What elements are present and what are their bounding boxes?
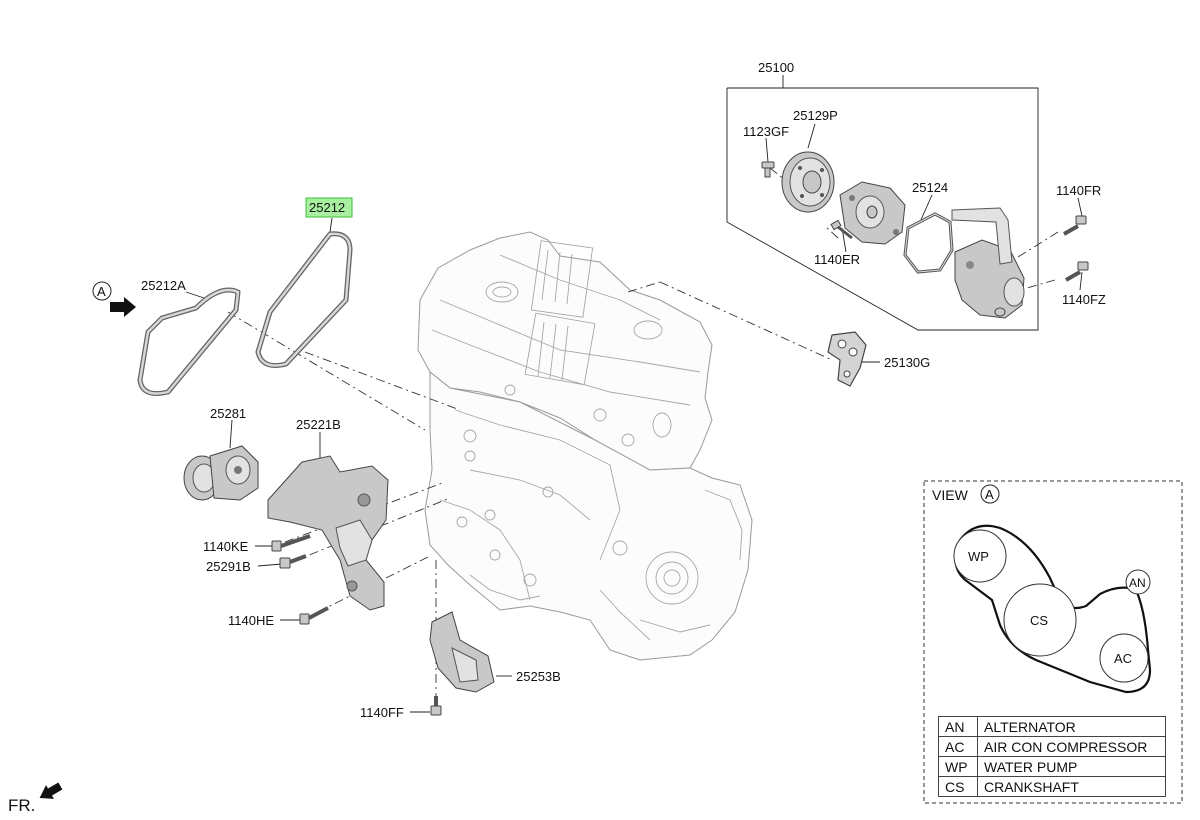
pulley-cs-label: CS [1030,613,1048,628]
legend-row: AC AIR CON COMPRESSOR [938,736,1166,757]
label-1140fr[interactable]: 1140FR [1056,183,1101,198]
label-25281[interactable]: 25281 [210,406,246,421]
legend-name: ALTERNATOR [977,716,1166,737]
part-labels: 25100 25129P 1123GF 25124 1140FR 1140ER … [141,60,1106,720]
view-title: VIEW [932,487,969,503]
pulley-ac [1099,633,1149,683]
bolt-25291b[interactable] [279,554,307,569]
front-arrow-icon [39,782,63,799]
legend-table: AN ALTERNATOR AC AIR CON COMPRESSOR WP W… [938,716,1166,797]
svg-text:A: A [97,284,106,299]
label-25212-highlight [305,197,353,218]
front-marker: FR. [8,782,63,815]
legend-name: WATER PUMP [977,756,1166,777]
label-25253b[interactable]: 25253B [516,669,561,684]
label-1140he[interactable]: 1140HE [228,613,274,628]
label-1140ke[interactable]: 1140KE [203,539,249,554]
label-1140fz[interactable]: 1140FZ [1062,292,1106,307]
pulley-cs [1003,583,1077,657]
bolt-1140fr[interactable] [1063,215,1087,236]
pulley-wp [953,529,1007,583]
legend-code: AC [938,736,978,757]
bolt-1140ke[interactable] [271,534,311,552]
water-pump-housing[interactable] [839,181,906,245]
bolt-1140ff[interactable] [430,696,442,716]
drive-belt-25212[interactable] [255,231,353,368]
tensioner-25281[interactable] [183,445,259,501]
legend-code: WP [938,756,978,777]
label-25212a[interactable]: 25212A [141,278,186,293]
pulley-ac-label: AC [1114,651,1132,666]
water-pump-pulley[interactable] [781,151,835,213]
label-25212[interactable]: 25212 [309,200,345,215]
label-1140ff[interactable]: 1140FF [360,705,404,720]
label-25124[interactable]: 25124 [912,180,948,195]
water-outlet-housing[interactable] [951,207,1025,319]
label-25221b[interactable]: 25221B [296,417,341,432]
view-ref: A [985,487,994,502]
bolt-1140he[interactable] [299,606,329,625]
label-25100[interactable]: 25100 [758,60,794,75]
view-arrow-icon [110,297,136,317]
callout-a: A [92,281,136,317]
label-25129p[interactable]: 25129P [793,108,838,123]
bolt-1140fz[interactable] [1065,261,1089,282]
water-pump-gasket[interactable] [903,212,954,274]
engine-block [417,231,753,661]
legend-name: AIR CON COMPRESSOR [977,736,1166,757]
pulley-an-label: AN [1129,576,1146,590]
legend-name: CRANKSHAFT [977,776,1166,797]
pulley-an [1125,569,1151,595]
label-25130g[interactable]: 25130G [884,355,930,370]
gasket-25130g[interactable] [827,331,867,387]
label-25291b[interactable]: 25291B [206,559,251,574]
legend-row: AN ALTERNATOR [938,716,1166,737]
bolt-1140er[interactable] [830,219,853,240]
legend-code: AN [938,716,978,737]
drive-belt-25212a[interactable] [137,287,241,396]
legend-code: CS [938,776,978,797]
label-1123gf[interactable]: 1123GF [743,124,789,139]
legend-row: CS CRANKSHAFT [938,776,1166,797]
bolt-1123gf[interactable] [761,161,775,178]
pulley-wp-label: WP [968,549,989,564]
bracket-25221b[interactable] [267,455,389,611]
water-pump-assembly[interactable] [761,151,1089,319]
bracket-25253b[interactable] [429,611,495,693]
legend-row: WP WATER PUMP [938,756,1166,777]
label-1140er[interactable]: 1140ER [814,252,860,267]
front-label: FR. [8,796,35,815]
